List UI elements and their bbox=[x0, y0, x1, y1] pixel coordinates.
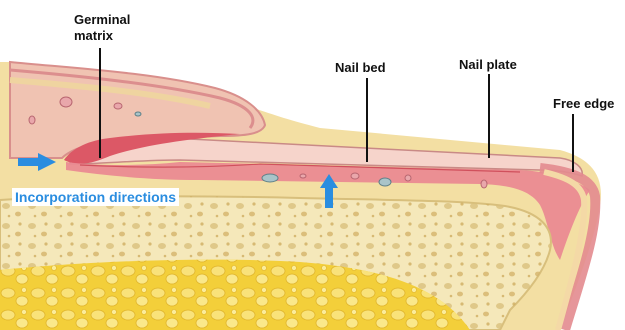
nail-bed-label: Nail bed bbox=[335, 60, 386, 76]
germinal-matrix-label: Germinal matrix bbox=[74, 12, 130, 44]
germinal-label-line2: matrix bbox=[74, 28, 130, 44]
free-edge-label: Free edge bbox=[553, 96, 614, 112]
incorporation-directions-label: Incorporation directions bbox=[12, 188, 179, 206]
germinal-label-line1: Germinal bbox=[74, 12, 130, 28]
nail-plate-label: Nail plate bbox=[459, 57, 517, 73]
